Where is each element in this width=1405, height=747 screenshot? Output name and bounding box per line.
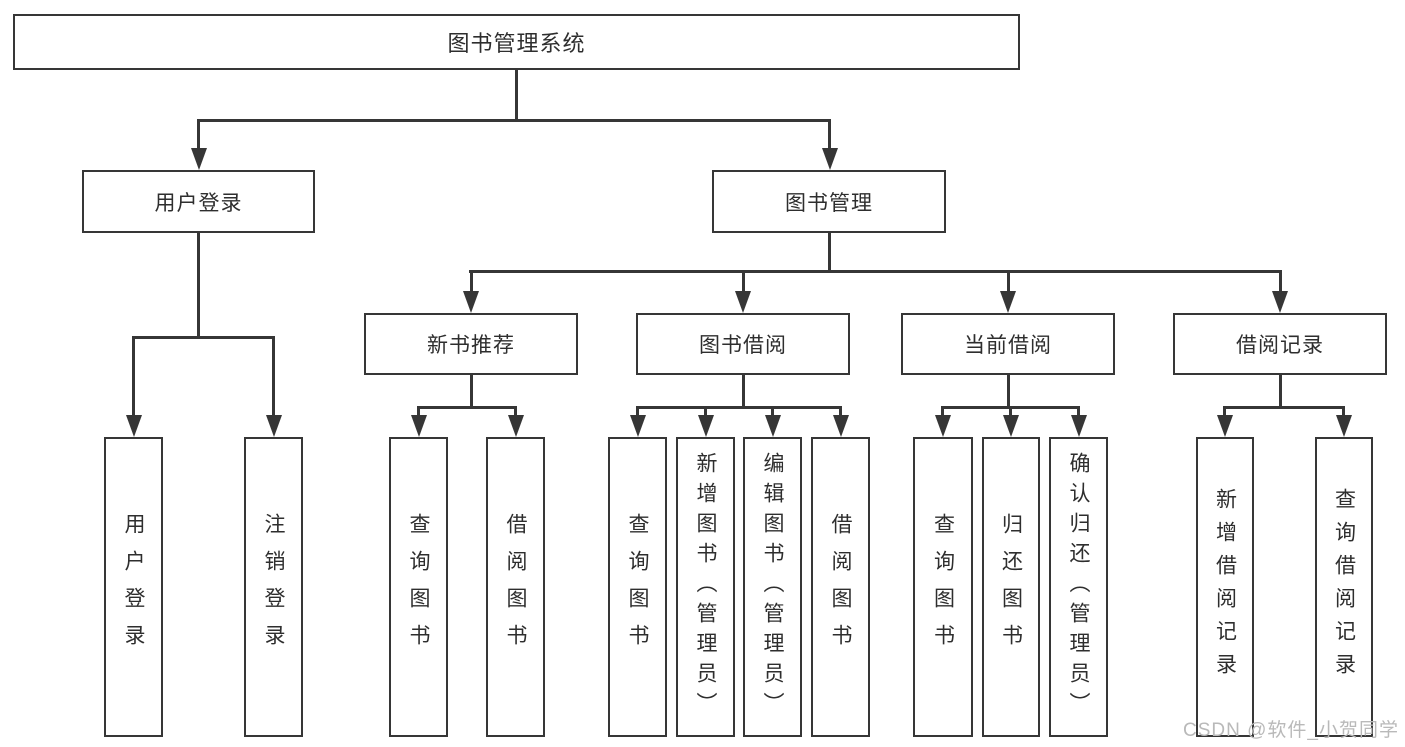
leaf-borrow-books-2: 借阅图书	[811, 437, 870, 737]
connector-line	[1007, 270, 1010, 295]
connector-line	[470, 375, 473, 408]
leaf-logout-label: 注销登录	[262, 513, 285, 661]
node-book-borrow: 图书借阅	[636, 313, 850, 375]
arrowhead-icon	[630, 415, 646, 437]
leaf-query-borrow-record: 查询借阅记录	[1315, 437, 1373, 737]
connector-line	[828, 119, 831, 152]
leaf-user-login-label: 用户登录	[122, 513, 145, 661]
leaf-query-borrow-record-label: 查询借阅记录	[1332, 488, 1356, 686]
arrowhead-icon	[463, 291, 479, 313]
leaf-query-books-1-label: 查询图书	[407, 513, 430, 661]
leaf-return-books: 归还图书	[982, 437, 1040, 737]
connector-line	[828, 233, 831, 272]
connector-line	[636, 406, 639, 417]
node-current-borrow-label: 当前借阅	[964, 334, 1052, 357]
connector-line	[514, 406, 517, 417]
node-root: 图书管理系统	[13, 14, 1020, 70]
leaf-return-books-label: 归还图书	[999, 513, 1023, 661]
node-root-label: 图书管理系统	[447, 31, 586, 56]
connector-line	[417, 406, 420, 417]
connector-line	[1223, 406, 1226, 417]
connector-line	[1007, 375, 1010, 408]
leaf-query-books-3: 查询图书	[913, 437, 973, 737]
node-book-management: 图书管理	[712, 170, 946, 233]
connector-line	[132, 336, 135, 417]
node-book-management-label: 图书管理	[785, 191, 873, 215]
node-user-login: 用户登录	[82, 170, 315, 233]
arrowhead-icon	[1217, 415, 1233, 437]
connector-line	[469, 270, 1282, 273]
connector-line	[742, 270, 745, 295]
arrowhead-icon	[833, 415, 849, 437]
arrowhead-icon	[698, 415, 714, 437]
leaf-logout: 注销登录	[244, 437, 303, 737]
leaf-query-books-1: 查询图书	[389, 437, 448, 737]
arrowhead-icon	[822, 148, 838, 170]
connector-line	[132, 336, 275, 339]
leaf-add-books-admin-label: 新增图书（管理员）	[694, 452, 717, 722]
arrowhead-icon	[1000, 291, 1016, 313]
connector-line	[636, 406, 842, 409]
leaf-borrow-books-1: 借阅图书	[486, 437, 545, 737]
arrowhead-icon	[266, 415, 282, 437]
node-user-login-label: 用户登录	[154, 191, 243, 215]
arrowhead-icon	[411, 415, 427, 437]
leaf-query-books-2: 查询图书	[608, 437, 667, 737]
leaf-query-books-2-label: 查询图书	[626, 513, 649, 661]
arrowhead-icon	[1003, 415, 1019, 437]
csdn-watermark: CSDN @软件_小贺同学	[1183, 720, 1399, 741]
leaf-edit-books-admin-label: 编辑图书（管理员）	[761, 452, 784, 722]
arrowhead-icon	[935, 415, 951, 437]
node-new-book-recommend: 新书推荐	[364, 313, 578, 375]
connector-line	[941, 406, 944, 417]
node-current-borrow: 当前借阅	[901, 313, 1115, 375]
leaf-borrow-books-2-label: 借阅图书	[829, 513, 852, 661]
leaf-add-borrow-record: 新增借阅记录	[1196, 437, 1254, 737]
connector-line	[272, 336, 275, 417]
leaf-query-books-3-label: 查询图书	[931, 513, 955, 661]
connector-line	[1279, 270, 1282, 295]
arrowhead-icon	[1071, 415, 1087, 437]
arrowhead-icon	[735, 291, 751, 313]
leaf-confirm-return-admin-label: 确认归还（管理员）	[1067, 452, 1090, 722]
arrowhead-icon	[1272, 291, 1288, 313]
arrowhead-icon	[191, 148, 207, 170]
leaf-user-login: 用户登录	[104, 437, 163, 737]
connector-line	[1009, 406, 1012, 417]
node-book-borrow-label: 图书借阅	[699, 334, 787, 357]
connector-line	[197, 233, 200, 338]
leaf-add-books-admin: 新增图书（管理员）	[676, 437, 735, 737]
leaf-edit-books-admin: 编辑图书（管理员）	[743, 437, 802, 737]
connector-line	[1077, 406, 1080, 417]
connector-line	[417, 406, 517, 409]
node-borrow-record: 借阅记录	[1173, 313, 1387, 375]
connector-line	[839, 406, 842, 417]
connector-line	[1223, 406, 1345, 409]
node-borrow-record-label: 借阅记录	[1236, 334, 1324, 357]
connector-line	[704, 406, 707, 417]
connector-line	[515, 70, 518, 120]
arrowhead-icon	[1336, 415, 1352, 437]
connector-line	[742, 375, 745, 408]
arrowhead-icon	[508, 415, 524, 437]
node-new-book-recommend-label: 新书推荐	[427, 334, 515, 357]
connector-line	[197, 119, 831, 122]
connector-line	[1342, 406, 1345, 417]
leaf-borrow-books-1-label: 借阅图书	[504, 513, 527, 661]
arrowhead-icon	[126, 415, 142, 437]
leaf-add-borrow-record-label: 新增借阅记录	[1213, 488, 1237, 686]
arrowhead-icon	[765, 415, 781, 437]
leaf-confirm-return-admin: 确认归还（管理员）	[1049, 437, 1108, 737]
connector-line	[197, 119, 200, 152]
connector-line	[1279, 375, 1282, 408]
connector-line	[470, 270, 473, 295]
connector-line	[771, 406, 774, 417]
